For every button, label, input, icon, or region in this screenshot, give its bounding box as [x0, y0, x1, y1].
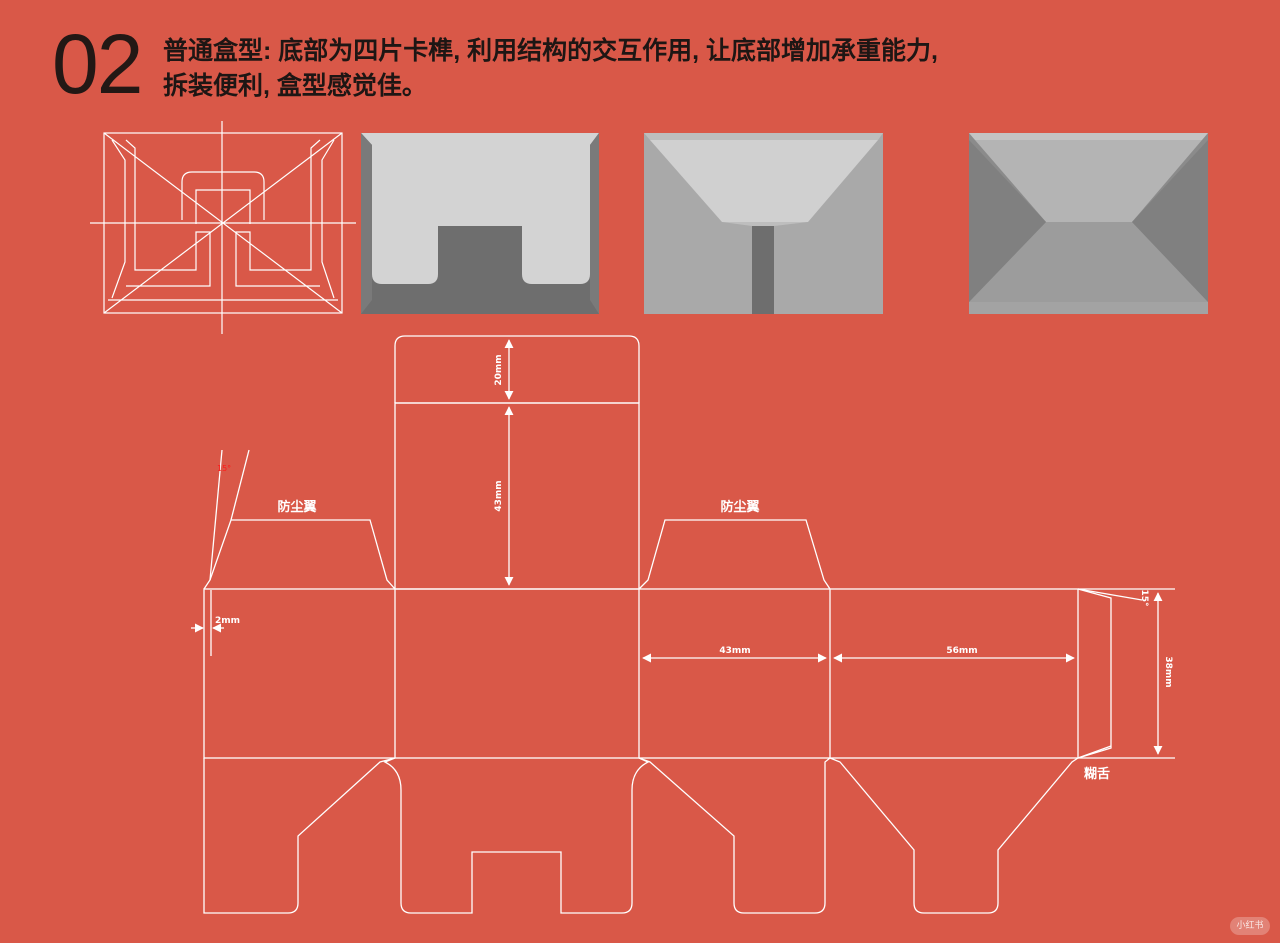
dim-label-side-width: 43mm	[719, 646, 750, 656]
fold-step-1-illustration	[361, 133, 599, 314]
dim-label-offset: 2mm	[215, 616, 240, 626]
fold-step-2-illustration	[644, 133, 883, 314]
section-title: 普通盒型: 底部为四片卡榫, 利用结构的交互作用, 让底部增加承重能力, 拆装便…	[163, 34, 1163, 104]
fold-step-3-illustration	[969, 133, 1208, 314]
angle-label-right: 15°	[1139, 589, 1149, 606]
watermark-badge: 小红书	[1230, 917, 1270, 935]
dim-label-panel-height: 43mm	[494, 480, 504, 511]
title-line-2: 拆装便利, 盒型感觉佳。	[163, 72, 427, 100]
title-line-1: 普通盒型: 底部为四片卡榫, 利用结构的交互作用, 让底部增加承重能力,	[163, 37, 939, 65]
box-dieline	[203, 335, 1175, 914]
glue-tab-label: 糊舌	[1084, 766, 1110, 782]
bottom-lock-construction-sketch	[90, 121, 356, 334]
dust-flap-label-left: 防尘翼	[277, 499, 316, 515]
section-number: 02	[52, 17, 143, 111]
dust-flap-label-right: 防尘翼	[720, 499, 759, 515]
dim-label-top-tab: 20mm	[494, 354, 504, 385]
angle-label-left: 15°	[217, 464, 231, 473]
dimension-lines	[191, 339, 1163, 755]
dim-label-body-height: 38mm	[1163, 656, 1173, 687]
dim-label-front-width: 56mm	[946, 646, 977, 656]
